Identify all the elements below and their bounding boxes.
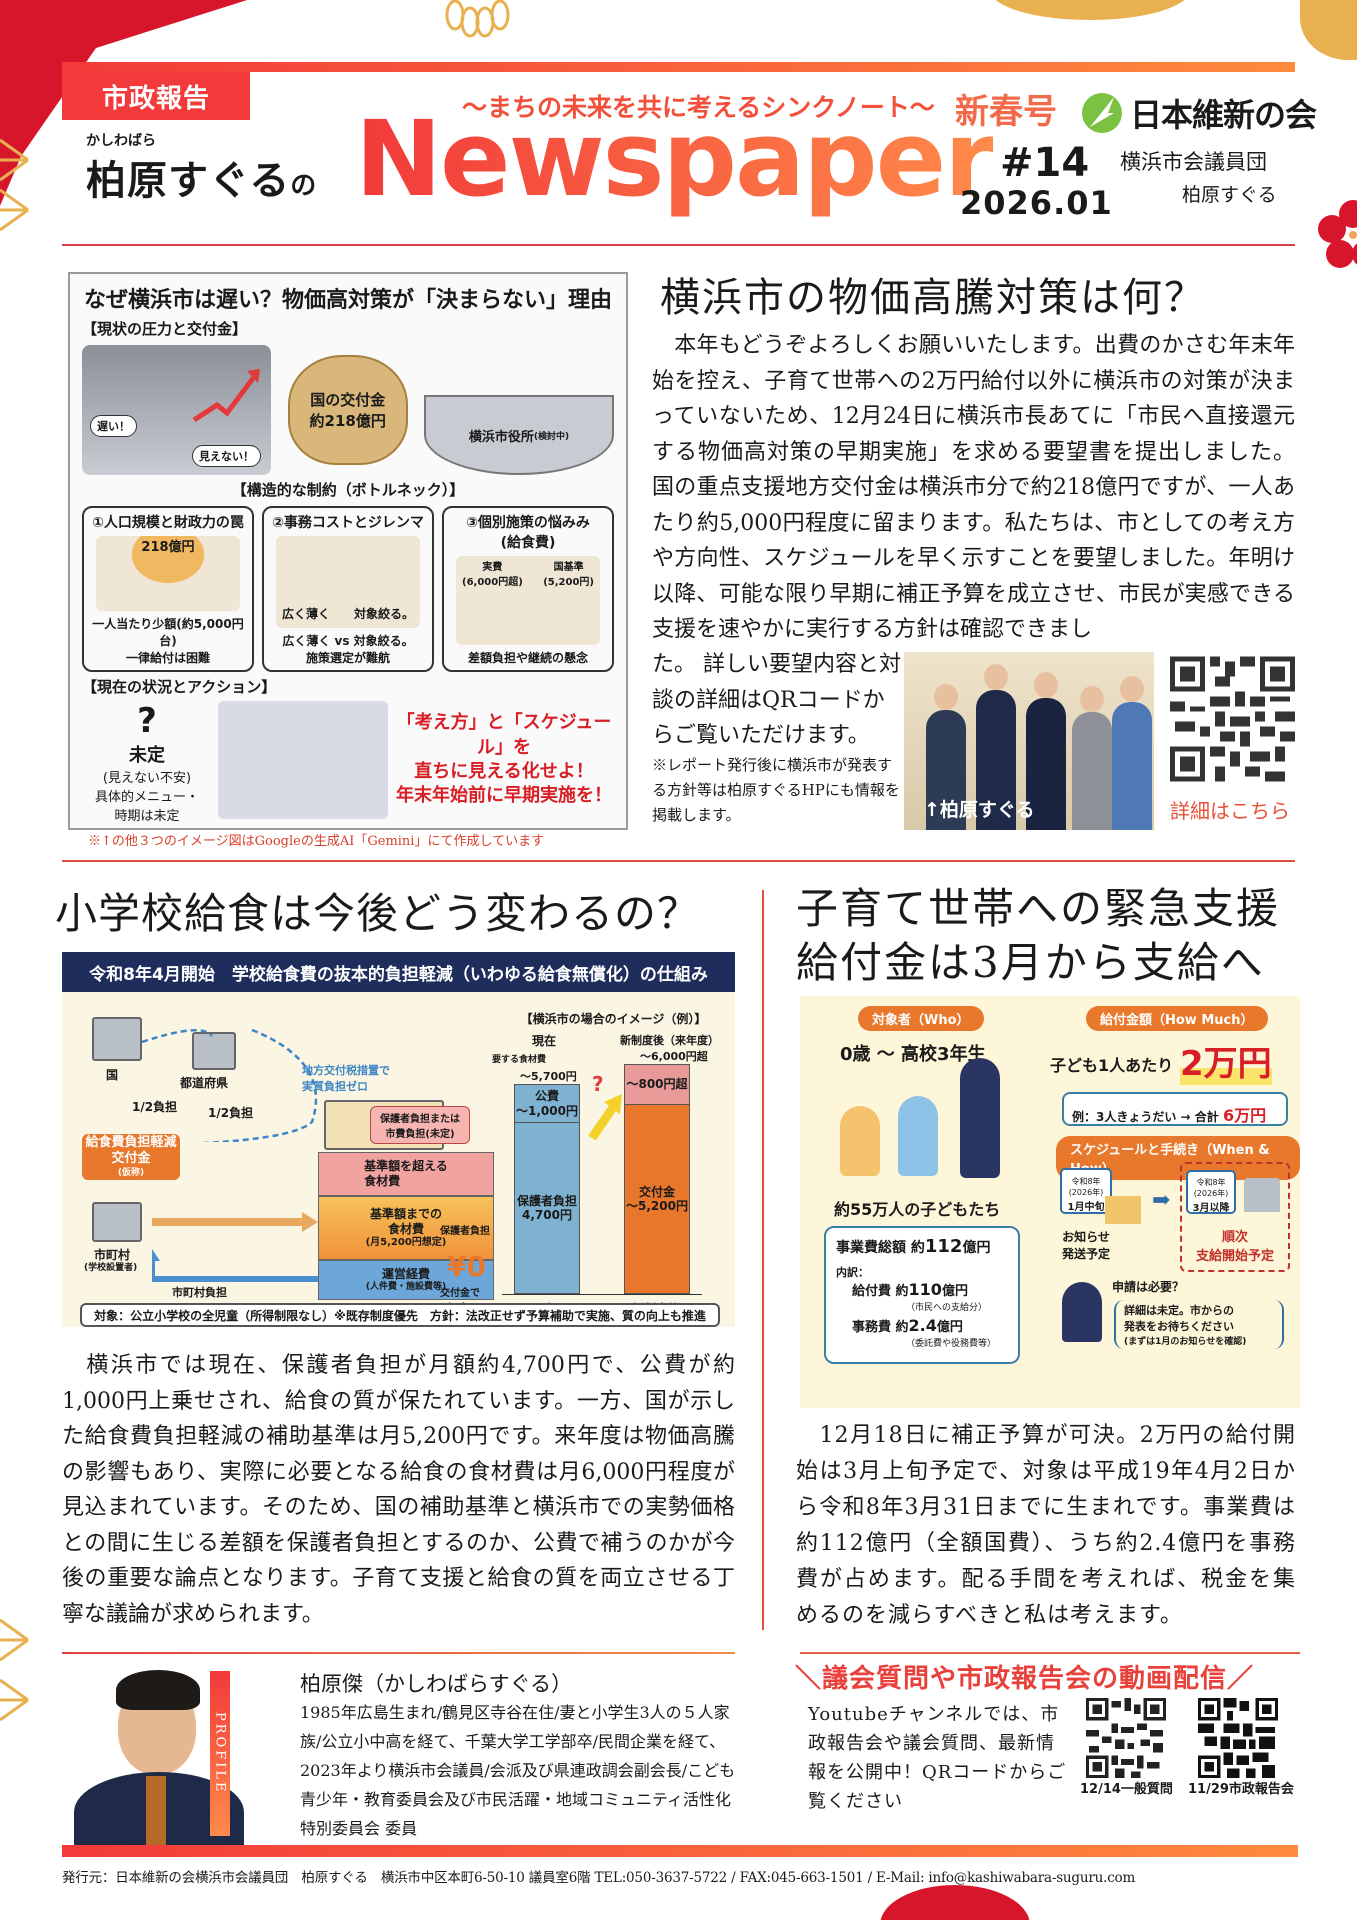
- bar-new-system: ～800円超 交付金 ～5,200円: [624, 1064, 690, 1294]
- article-body: 横浜市では現在、保護者負担が月額約4,700円で、公費が約1,000円上乗せされ…: [62, 1353, 735, 1627]
- plum-blossom-icon: [1318, 200, 1357, 268]
- video-body: Youtubeチャンネルでは、市政報告会や議会質問、最新情報を公開中！QRコード…: [808, 1704, 1067, 1812]
- payment-start-box: 令和8年 (2026年)3月以降 順次 支給開始予定: [1180, 1162, 1290, 1272]
- gold-hemp-leaf-icon: [0, 1618, 29, 1722]
- school-lunch-infographic: 国 都道府県 1/2負担 1/2負担 地方交付税措置で 実質負担ゼロ 給食費負担…: [62, 992, 735, 1327]
- issue-number: #14: [1000, 140, 1090, 186]
- dashed-flow-arrow: [142, 1028, 318, 1142]
- qr-code-details[interactable]: [1170, 655, 1295, 783]
- calendar-icon: 令和8年 (2026年)3月以降: [1186, 1170, 1236, 1214]
- call-to-action: 「考え方」と「スケジュール」を 直ちに見える化せよ！ 年末年始前に早期実施を！: [396, 712, 612, 807]
- money-bag-illustration: 国の交付金 約218億円: [281, 345, 414, 475]
- arrow-right-icon: ➡: [1152, 1188, 1171, 1213]
- qr-code-general-question[interactable]: [1086, 1698, 1166, 1778]
- article-title: 小学校給食は今後どう変わるの？: [55, 889, 701, 938]
- article-body: 12月18日に補正予算が可決。2万円の給付開始は3月上旬予定で、対象は平成19年…: [796, 1423, 1296, 1628]
- school-cost-stack: 基準額を超える 食材費 基準額までの 食材費(月5,200円想定) 運営経費(人…: [318, 1152, 494, 1300]
- profile-tab: PROFILE: [210, 1671, 230, 1836]
- city-hall-bowl-illustration: 横浜市役所(検討中): [424, 345, 614, 475]
- profile-name: 柏原傑（かしわばらすぐる）: [300, 1672, 573, 1696]
- article-title: 子育て世帯への緊急支援給付金は3月から支給へ: [796, 884, 1281, 987]
- author: 柏原すぐる: [1182, 184, 1277, 206]
- article-body: 本年もどうぞよろしくお願いいたします。出費のかさむ年末年始を控え、子育て世帯への…: [652, 333, 1295, 642]
- masthead-name: 柏原すぐるの: [86, 158, 318, 204]
- footer-bar: [62, 1845, 1298, 1857]
- municipal-building-icon: [92, 1202, 142, 1242]
- constraint-box: ①人口規模と財政力の罠 218億円 一人当たり少額(約5,000円台) 一律給付…: [82, 506, 254, 672]
- storm-family-illustration: 遅い！ 見えない！: [82, 345, 272, 475]
- yokohama-cost-bar-chart: 【横浜市の場合のイメージ（例）】 現在 新制度後（来年度） 要する食材費 ～6,…: [492, 992, 735, 1327]
- flow-arrows: [152, 1212, 320, 1282]
- masthead-title: Newspaper: [355, 98, 995, 220]
- profile-body: 1985年広島生まれ/鶴見区寺谷在住/妻と小学生3人の５人家族/公立小中高を経て…: [300, 1703, 736, 1838]
- prefecture-building-icon: [192, 1032, 236, 1070]
- bar-current: 公費 ～1,000円 保護者負担 4,700円: [514, 1084, 580, 1294]
- apply-answer-bracket: 詳細は未定。市からの 発表をお待ちください(まずは1月のお知らせを確認): [1114, 1300, 1284, 1349]
- constraint-box: ③個別施策の悩みみ (給食費) 実費 (6,000円超)国基準 (5,200円)…: [442, 506, 614, 672]
- decorative-gold-arc: [990, 0, 1190, 20]
- profile-rule: [62, 1652, 735, 1654]
- bank-icon: [1244, 1178, 1280, 1212]
- video-rule: [800, 1652, 1300, 1654]
- rising-arrow-icon: [192, 369, 260, 423]
- decorative-gold-corner: [1300, 0, 1357, 60]
- report-badge: 市政報告: [62, 72, 250, 120]
- qr-details-label[interactable]: 詳細はこちら: [1170, 799, 1290, 823]
- pizza-illustration: 218億円: [96, 536, 240, 611]
- question-mark-icon: ?: [137, 701, 157, 741]
- section-label: 【構造的な制約（ボトルネック）】: [231, 481, 465, 499]
- student-illustration: [960, 1058, 1000, 1178]
- qr1-caption: 12/14一般質問: [1080, 1782, 1173, 1797]
- grant-box: 給食費負担軽減 交付金(仮称): [82, 1134, 180, 1180]
- example-bubble: 例：3人きょうだい → 合計 6万円: [1062, 1092, 1288, 1126]
- infographic-banner: 令和8年4月開始 学校給食費の抜本的負担軽減（いわゆる給食無償化）の仕組み: [62, 952, 735, 992]
- decorative-red-arc: [880, 1885, 1030, 1920]
- qr-code-report-meeting[interactable]: [1198, 1698, 1278, 1778]
- video-title: ＼議会質問や市政報告会の動画配信／: [795, 1664, 1255, 1694]
- header-divider: [62, 244, 1295, 246]
- edition-label: 新春号: [955, 92, 1057, 132]
- article-body-continued: た。 詳しい要望内容と対談の詳細はQRコードからご覧いただけます。: [652, 652, 901, 748]
- yellow-arrow-icon: [588, 1094, 622, 1141]
- delegation-illustration: [218, 701, 388, 819]
- price-measures-infographic: なぜ横浜市は遅い？物価高対策が「決まらない」理由 【現状の圧力と交付金】 遅い！…: [68, 272, 628, 830]
- ai-image-note: ※↑の他３つのイメージ図はGoogleの生成AI「Gemini」にて作成していま…: [88, 834, 545, 849]
- name-ruby: かしわばら: [86, 133, 156, 149]
- school-lunch-tray-illustration: 実費 (6,000円超)国基準 (5,200円): [456, 556, 600, 645]
- delegation-photo: ↑柏原すぐる: [904, 652, 1154, 830]
- section-label: 【現状の圧力と交付金】: [82, 320, 248, 338]
- child-benefit-infographic: 対象者（Who） 給付金額（How Much） 0歳 ～ 高校3年生 子ども1人…: [800, 996, 1300, 1408]
- party-logo-icon: [1082, 93, 1122, 133]
- column-divider: [762, 890, 764, 1630]
- qr2-caption: 11/29市政報告会: [1188, 1782, 1294, 1797]
- gold-hemp-leaf-icon: [0, 138, 29, 232]
- infographic-footnote: 対象：公立小学校の全児童（所得制限なし）※既存制度優先 方針：法改正せず予算補助…: [80, 1303, 720, 1327]
- politician-avatar: [1062, 1282, 1102, 1342]
- header-top-rule: [62, 62, 1295, 72]
- tagline: ～まちの未来を共に考えるシンクノート～: [462, 88, 935, 124]
- child-illustration: [898, 1096, 938, 1176]
- gold-chrysanthemum-icon: [445, 0, 510, 38]
- organization: 横浜市会議員団: [1120, 150, 1267, 174]
- constraint-box: ②事務コストとジレンマ 広く薄く対象絞る。 広く薄く vs 対象絞る。 施策選定…: [262, 506, 434, 672]
- party-logo: 日本維新の会: [1080, 90, 1317, 136]
- scale-illustration: 広く薄く対象絞る。: [276, 536, 420, 628]
- calendar-icon: 令和8年 (2026年)1月中旬: [1060, 1168, 1112, 1214]
- section-label: 【現在の状況とアクション】: [82, 678, 277, 696]
- budget-bubble: 事業費総額 約112億円 内訳： 給付費 約110億円 （市民への支給分） 事務…: [824, 1226, 1020, 1364]
- question-mark-icon: ?: [592, 1072, 604, 1096]
- national-diet-icon: [92, 1017, 142, 1061]
- infographic-title: なぜ横浜市は遅い？物価高対策が「決まらない」理由: [83, 288, 612, 313]
- article-note: ※レポート発行後に横浜市が発表する方針等は柏原すぐるHPにも情報を掲載します。: [652, 756, 900, 824]
- envelope-icon: [1105, 1196, 1141, 1224]
- undecided-burden-bubble: 保護者負担または 市費負担(未定): [370, 1106, 470, 1144]
- zero-yen: ¥0: [447, 1250, 486, 1283]
- issue-date: 2026.01: [960, 184, 1113, 222]
- status-undecided: ? 未定 (見えない不安) 具体的メニュー・ 時期は未定: [82, 701, 212, 824]
- section-divider: [62, 860, 1295, 862]
- article-title: 横浜市の物価高騰対策は何？: [660, 275, 1206, 321]
- baby-illustration: [840, 1106, 880, 1176]
- publisher-info: 発行元：日本維新の会横浜市会議員団 柏原すぐる 横浜市中区本町6-50-10 議…: [62, 1870, 1136, 1886]
